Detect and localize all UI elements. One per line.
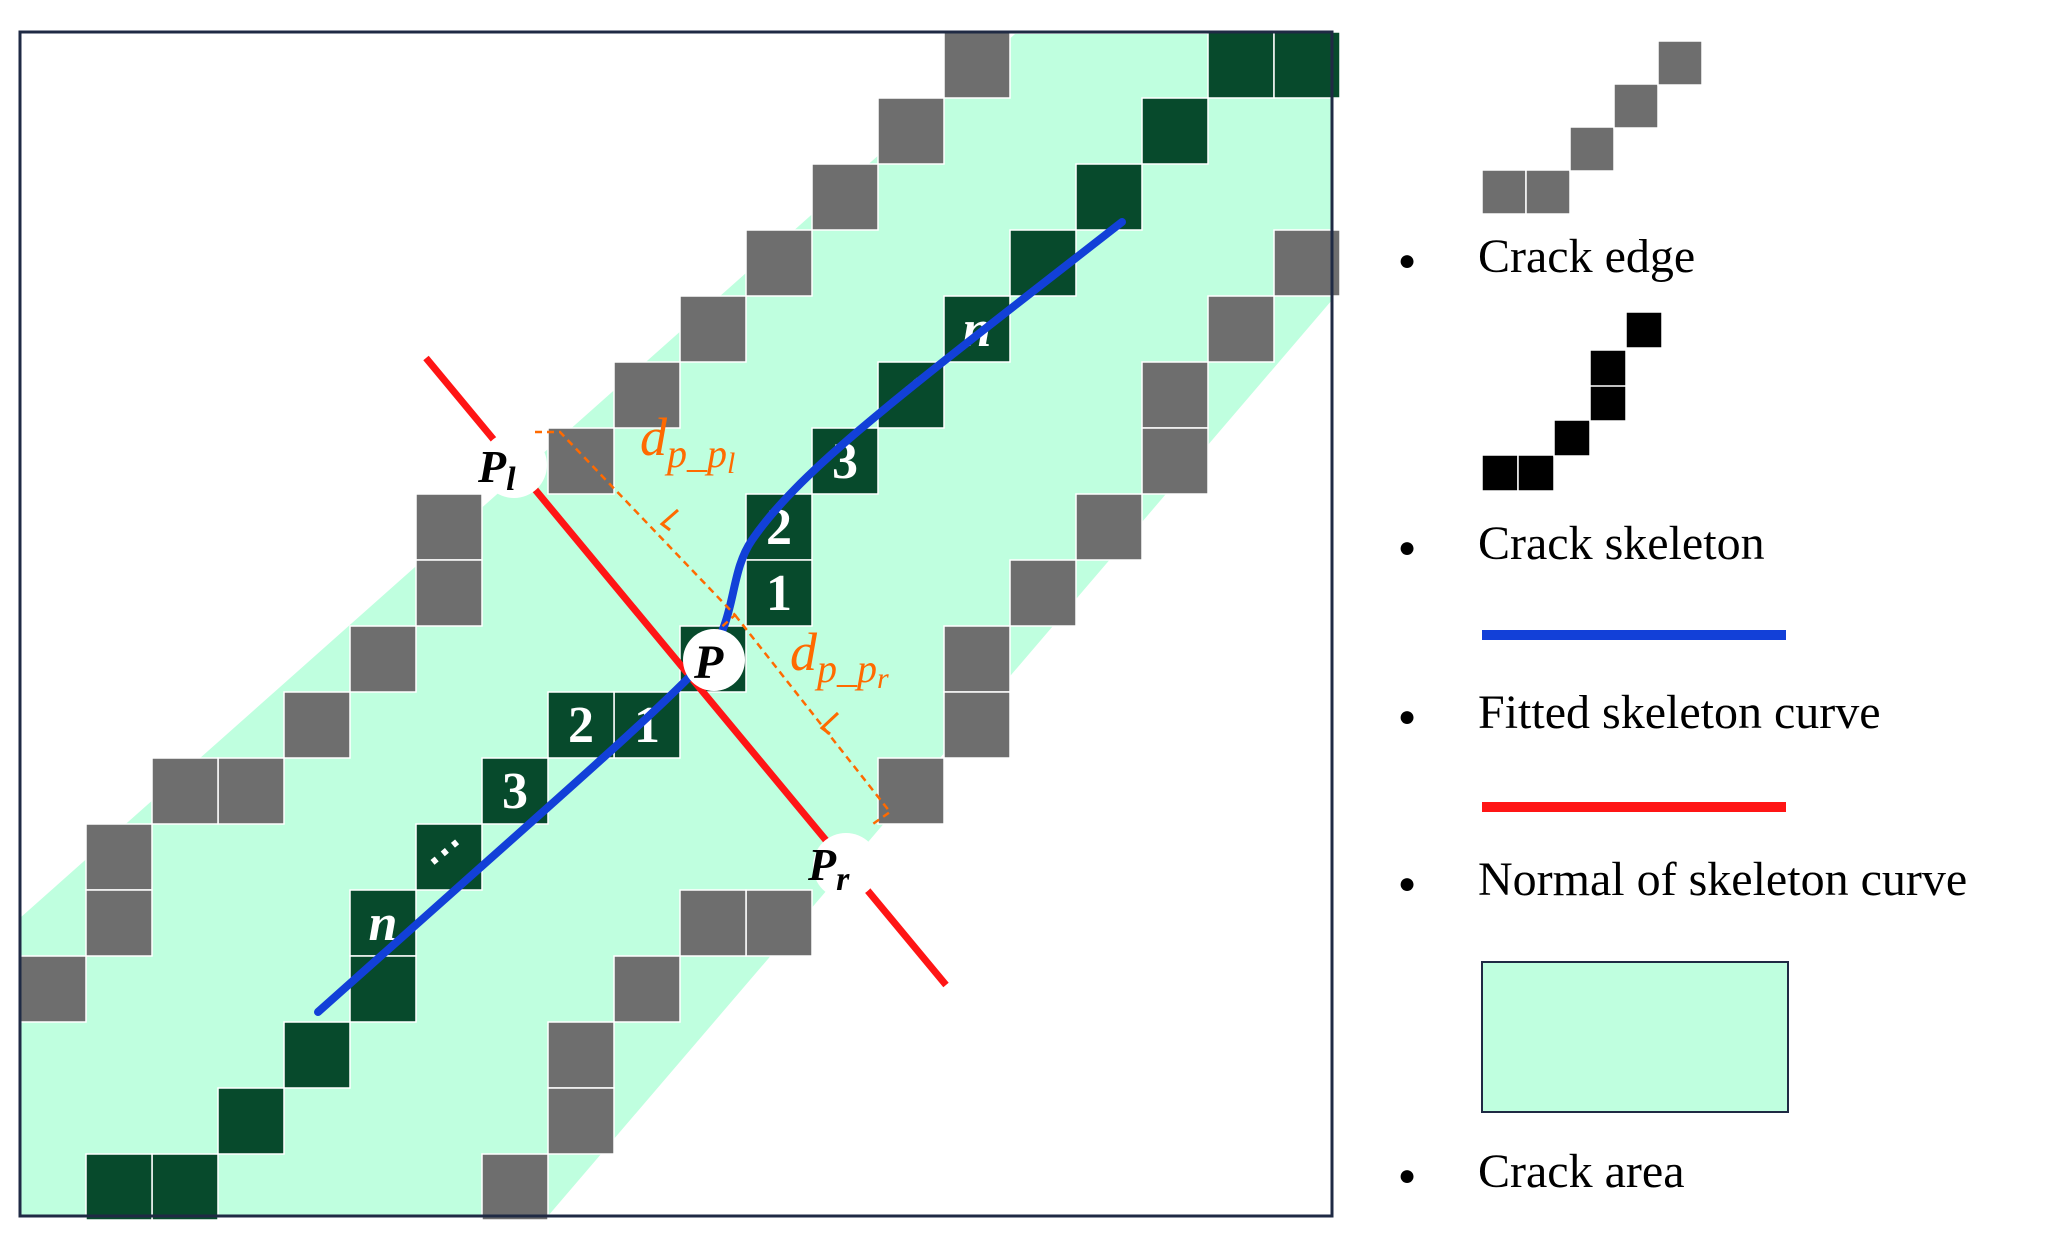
legend-crack-edge-sample [1481, 40, 1703, 215]
legend-label-crack-area: Crack area [1478, 1145, 1685, 1198]
crack-edge-cell [679, 295, 747, 363]
crack-edge-cell [679, 889, 747, 957]
crack-edge-cell [1009, 559, 1077, 627]
crack-edge-cell [1273, 229, 1341, 297]
panel-frame [18, 30, 1334, 1218]
crack-edge-cells [19, 31, 1341, 1221]
distance-tick-left [659, 508, 679, 532]
legend-label-fitted-curve: Fitted skeleton curve [1478, 686, 1881, 739]
crack-edge-cell [349, 625, 417, 693]
distance-bracket-left [535, 430, 737, 633]
crack-skeleton-cell [349, 955, 417, 1023]
crack-skeleton-cell [745, 559, 813, 627]
point-p-right-label: Pr [807, 839, 850, 898]
crack-skeleton-cell [1075, 163, 1143, 231]
crack-edge-cell [547, 427, 615, 495]
skeleton-number-upper-1: 1 [766, 565, 792, 622]
crack-edge-cell [745, 229, 813, 297]
crack-edge-cell [217, 757, 285, 825]
crack-edge-cell [1207, 295, 1275, 363]
legend-crack-skeleton-cell [1481, 454, 1519, 492]
legend-crack-edge-cell [1613, 83, 1659, 129]
crack-edge-cell [415, 493, 483, 561]
point-p-left: Pl [477, 432, 547, 498]
legend-label-normal: Normal of skeleton curve [1478, 853, 1967, 906]
crack-skeleton-cell [1141, 97, 1209, 165]
legend-bullet-fitted-curve: ● [1398, 700, 1416, 733]
crack-edge-cell [547, 1087, 615, 1155]
legend: ● Crack edge ● Crack skeleton ● Fitted s… [1398, 40, 1967, 1198]
crack-edge-cell [745, 889, 813, 957]
legend-crack-edge-cell [1569, 126, 1615, 172]
legend-bullet-crack-skeleton: ● [1398, 531, 1416, 564]
distance-label-left: dp_pl [640, 407, 735, 480]
point-p-center: P [683, 629, 745, 691]
distance-annotation-right [734, 614, 892, 828]
legend-label-crack-skeleton: Crack skeleton [1478, 517, 1765, 570]
crack-edge-cell [943, 691, 1011, 759]
distance-tick-right [819, 711, 840, 736]
crack-skeleton-cell [283, 1021, 351, 1089]
legend-bullet-crack-area: ● [1398, 1159, 1416, 1192]
crack-skeleton-cell [85, 1153, 153, 1221]
crack-edge-cell [85, 889, 153, 957]
distance-bracket-right [734, 614, 892, 828]
crack-edge-cell [943, 31, 1011, 99]
skeleton-number-lower-3: 3 [502, 763, 528, 820]
crack-edge-cell [19, 955, 87, 1023]
crack-skeleton-cell [151, 1153, 219, 1221]
crack-skeleton-cell [1273, 31, 1341, 99]
point-p-right: Pr [807, 833, 879, 899]
crack-skeleton-cell [1207, 31, 1275, 99]
legend-crack-skeleton-cell [1589, 349, 1627, 387]
crack-edge-cell [811, 163, 879, 231]
crack-edge-cell [1141, 427, 1209, 495]
skeleton-number-lower-2: 2 [568, 697, 594, 754]
crack-edge-cell [481, 1153, 549, 1221]
legend-crack-skeleton-cell [1553, 419, 1591, 457]
crack-edge-cell [283, 691, 351, 759]
legend-crack-edge-cell [1657, 40, 1703, 86]
crack-skeleton-cell [547, 691, 615, 759]
point-p-center-label: P [693, 636, 724, 689]
crack-edge-cell [85, 823, 153, 891]
crack-edge-cell [877, 97, 945, 165]
fitted-skeleton-curve [314, 218, 1126, 1016]
crack-edge-cell [1075, 493, 1143, 561]
legend-crack-skeleton-cell [1589, 384, 1627, 422]
crack-edge-cell [1141, 361, 1209, 429]
legend-crack-edge-cell [1481, 169, 1527, 215]
legend-crack-area-sample [1481, 961, 1789, 1113]
legend-label-crack-edge: Crack edge [1478, 230, 1695, 283]
crack-edge-cell [415, 559, 483, 627]
legend-bullet-normal: ● [1398, 867, 1416, 900]
legend-bullet-crack-edge: ● [1398, 244, 1416, 277]
point-p-left-label: Pl [477, 441, 516, 498]
distance-annotation-left [535, 430, 737, 633]
crack-edge-cell [613, 361, 681, 429]
crack-edge-cell [943, 625, 1011, 693]
legend-crack-skeleton-cell [1517, 454, 1555, 492]
crack-edge-cell [151, 757, 219, 825]
legend-crack-skeleton-cell [1625, 311, 1663, 349]
point-p-center-marker [683, 629, 745, 691]
legend-crack-edge-cell [1525, 169, 1571, 215]
point-p-right-marker [813, 833, 879, 899]
distance-label-right: dp_pr [790, 622, 889, 695]
crack-edge-cell [547, 1021, 615, 1089]
crack-skeleton-cell [613, 691, 681, 759]
crack-skeleton-cell [217, 1087, 285, 1155]
crack-edge-cell [613, 955, 681, 1023]
crack-skeleton-cell [349, 889, 417, 957]
point-p-left-marker [481, 432, 547, 498]
legend-crack-skeleton-sample [1481, 311, 1663, 492]
